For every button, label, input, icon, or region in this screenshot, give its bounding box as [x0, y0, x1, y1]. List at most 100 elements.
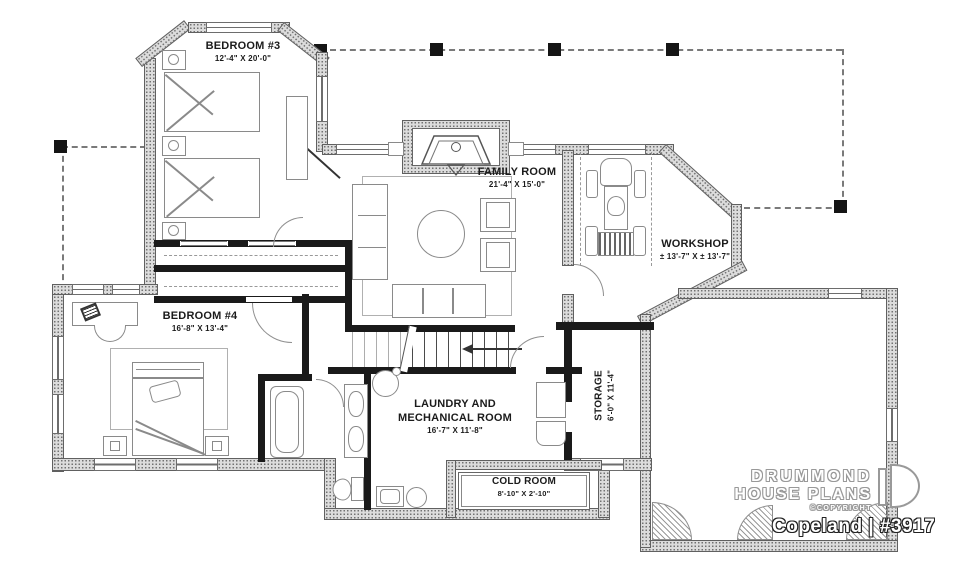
room-dims: 6'-0" X 11'-4" [606, 369, 616, 422]
exterior-wall [640, 540, 898, 552]
deck-post [666, 43, 679, 56]
room-label-family: FAMILY ROOM 21'-4" X 15'-0" [437, 166, 597, 190]
interior-wall [302, 294, 309, 378]
stairs-arrowhead [462, 344, 473, 354]
room-name: MECHANICAL ROOM [397, 411, 512, 424]
closet-rod [164, 255, 338, 256]
door-swing [574, 264, 604, 296]
deck-outline [330, 49, 842, 51]
coffee-table [417, 210, 465, 258]
room-label-bedroom3: BEDROOM #3 12'-4" X 20'-0" [163, 40, 323, 64]
sink [348, 426, 364, 452]
logo-mark-curve [890, 464, 920, 508]
interior-wall [556, 322, 654, 330]
sofa [392, 284, 486, 318]
brand-name-line2: HOUSE PLANS [734, 486, 872, 503]
window [828, 288, 862, 299]
bed [164, 72, 260, 132]
sofa-cushion-line [452, 288, 454, 314]
laundry-tub [406, 487, 427, 508]
window [52, 394, 64, 434]
deck-outline [842, 49, 844, 207]
sofa-cushion-line [358, 215, 386, 216]
lamp [168, 225, 179, 236]
sliding-door [181, 241, 227, 246]
room-name: WORKSHOP [661, 238, 729, 250]
deck-outline [744, 207, 842, 209]
furnace [536, 421, 566, 446]
closet-rod [164, 286, 338, 287]
door-swing [316, 379, 344, 407]
copyright-label: ©COPYRIGHT [810, 505, 872, 512]
window [176, 458, 218, 471]
sofa-cushion-line [422, 288, 424, 314]
lawn-tractor [598, 232, 634, 256]
room-dims: 21'-4" X 15'-0" [488, 179, 546, 189]
water-heater-valve [392, 367, 401, 376]
brand-name-line1: DRUMMOND [751, 468, 872, 485]
room-label-workshop: WORKSHOP ± 13'-7" X ± 13'-7" [615, 238, 775, 262]
deck-outline [62, 146, 146, 148]
exterior-wall [658, 144, 741, 220]
interior-wall [564, 330, 572, 402]
furnace [536, 382, 566, 418]
tractor-wheel [586, 170, 598, 198]
interior-wall [564, 432, 572, 464]
exterior-wall [562, 150, 574, 266]
room-name: COLD ROOM [491, 476, 557, 487]
interior-wall [258, 374, 265, 462]
door-swing [510, 336, 544, 368]
headboard-line [136, 369, 200, 370]
stairs-direction-arrow [472, 348, 522, 350]
lamp [168, 54, 179, 65]
room-dims: 8'-10" X 2'-10" [497, 488, 551, 498]
interior-wall [345, 325, 515, 332]
exterior-wall [52, 284, 158, 295]
drummond-logo-mark [874, 464, 924, 508]
window [72, 284, 104, 295]
room-dims: 16'-7" X 11'-8" [427, 425, 483, 435]
cold-room-box-inner [461, 475, 587, 507]
bed [164, 158, 260, 218]
interior-wall [258, 374, 312, 381]
concrete-pad [652, 502, 692, 540]
washer-drum [380, 489, 400, 504]
window [112, 284, 140, 295]
exterior-wall [640, 314, 651, 548]
deck-outline [62, 146, 64, 290]
room-dims: ± 13'-7" X ± 13'-7" [659, 251, 731, 261]
sofa-cushion-line [358, 247, 386, 248]
armchair-cushion [486, 242, 510, 268]
firebox [420, 135, 492, 176]
deck-post [834, 200, 847, 213]
stairs-cut [352, 332, 408, 367]
fireplace-ledge [508, 142, 524, 156]
interior-wall [345, 240, 352, 332]
tractor-seat [607, 196, 625, 216]
interior-wall [328, 367, 516, 374]
exterior-wall [562, 294, 574, 330]
window [588, 144, 646, 155]
logo-mark-bar [878, 468, 887, 506]
armchair-cushion [486, 202, 510, 228]
tractor-hood [600, 158, 632, 186]
plan-name: Copeland | #3917 [772, 516, 936, 537]
toilet [332, 478, 352, 501]
window [52, 336, 64, 380]
deck-post [430, 43, 443, 56]
room-label-laundry: LAUNDRY AND MECHANICAL ROOM 16'-7" X 11'… [375, 398, 535, 436]
fireplace-ledge [388, 142, 404, 156]
window [94, 458, 136, 471]
room-name: BEDROOM #3 [205, 40, 281, 52]
room-label-cold-room: COLD ROOM 8'-10" X 2'-10" [448, 476, 600, 498]
bed-headboard [132, 362, 204, 378]
window [316, 76, 328, 122]
sliding-door [249, 241, 295, 246]
room-name: FAMILY ROOM [477, 166, 557, 178]
window [336, 144, 390, 155]
deck-post [54, 140, 67, 153]
tractor-wheel [634, 170, 646, 198]
cold-room-wall [446, 460, 456, 518]
door-opening [246, 297, 292, 302]
bathtub-basin [275, 391, 299, 453]
